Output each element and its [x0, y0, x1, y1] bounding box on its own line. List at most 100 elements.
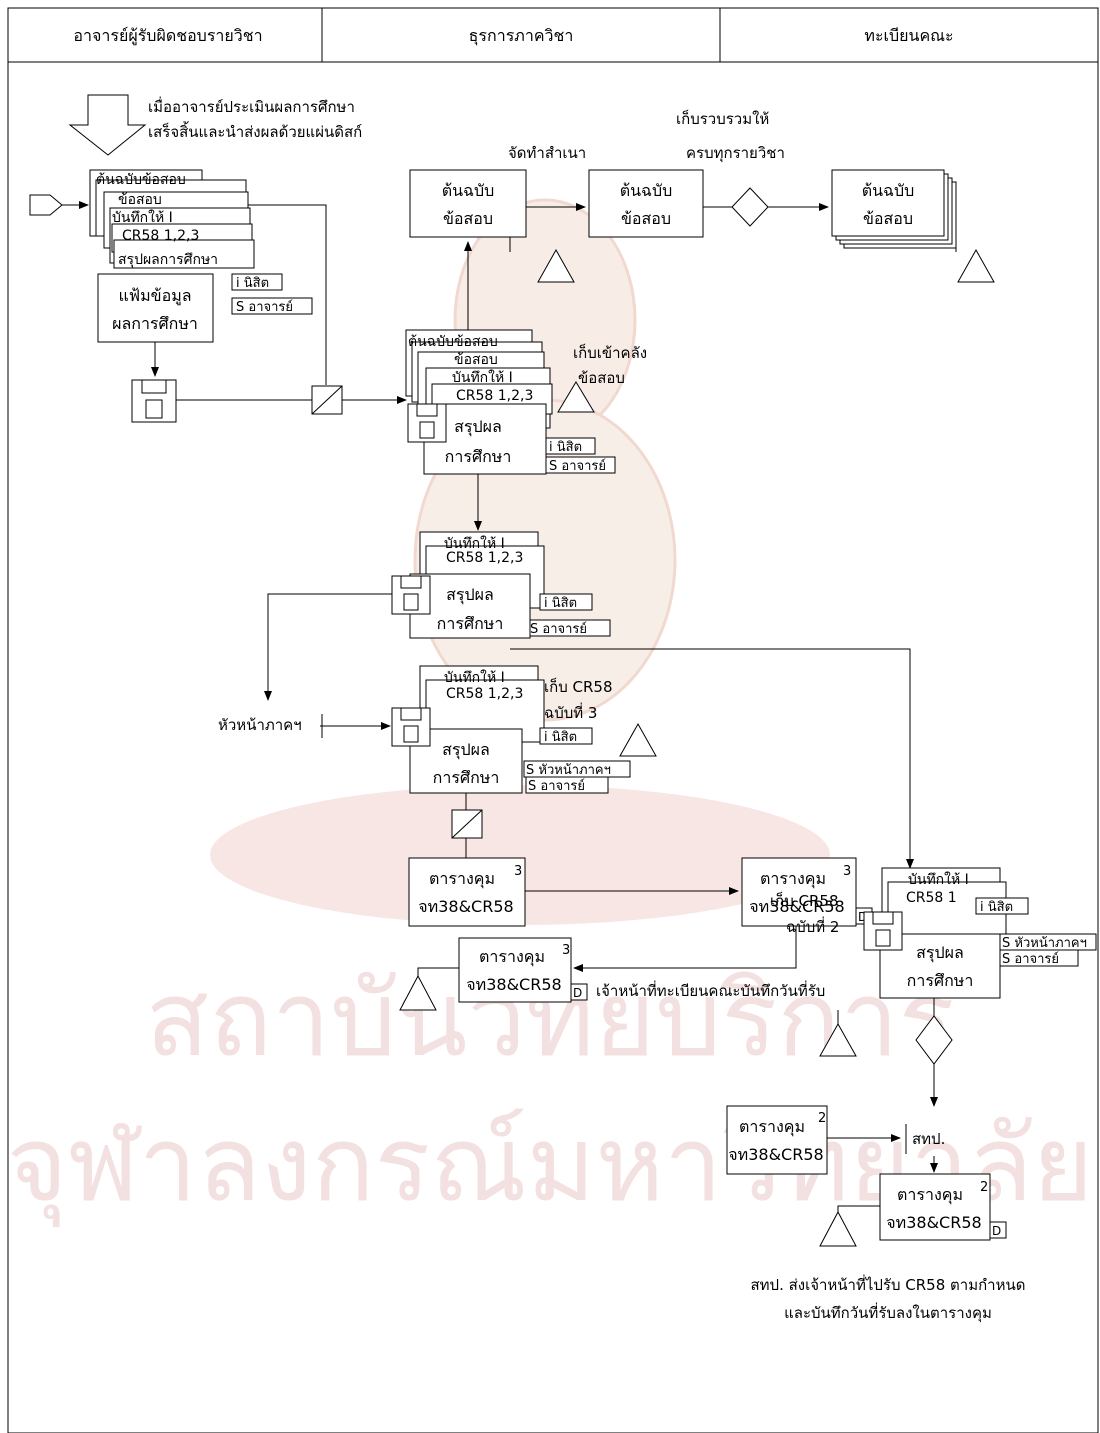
stack5-summary-line2: การศึกษา [907, 971, 974, 990]
stack5-i-student: i นิสิต [980, 900, 1013, 915]
control5-d: D [992, 1224, 1001, 1238]
transfer-box-icon [451, 809, 483, 839]
control3-d: D [573, 986, 582, 1000]
stack5-s-head: S หัวหน้าภาคฯ [1002, 936, 1087, 951]
control-table-returned [458, 937, 572, 1003]
control3-sup: 3 [562, 943, 570, 958]
stack3-summary-line2: การศึกษา [437, 614, 504, 633]
control3-line1: ตารางคุม [479, 947, 545, 967]
stack1-file-line2: ผลการศึกษา [112, 314, 198, 333]
lane-header-admin: ธุรการภาควิชา [469, 26, 574, 46]
stack2-i-student: i นิสิต [549, 440, 582, 455]
exam-stack-line2: ข้อสอบ [863, 209, 913, 228]
stack2-exam-original: ต้นฉบับข้อสอบ [408, 334, 498, 350]
exam-stack-line1: ต้นฉบับ [862, 181, 915, 200]
floppy-disk-icon [391, 575, 431, 615]
control5-sup: 2 [980, 1180, 988, 1195]
stack3-s-teacher: S อาจารย์ [530, 621, 587, 637]
stack5-s-teacher: S อาจารย์ [1002, 951, 1059, 967]
keep-cr58-3-line1: เก็บ CR58 [544, 677, 612, 696]
start-note-line1: เมื่ออาจารย์ประเมินผลการศึกษา [148, 96, 355, 116]
store-note-line2: ข้อสอบ [578, 369, 625, 387]
stack3-memo: บันทึกให้ I [444, 535, 505, 552]
offpage-connector-icon [29, 194, 63, 216]
exam-original-line2: ข้อสอบ [621, 209, 671, 228]
d-marker [989, 1221, 1007, 1239]
archive-triangle-icon [537, 248, 575, 283]
transfer-box-icon [311, 385, 343, 415]
decision-diamond-icon [731, 187, 769, 227]
control2-line1: ตารางคุม [760, 869, 826, 889]
stack1-memo: บันทึกให้ I [112, 209, 173, 226]
exam-original-copy-line2: ข้อสอบ [443, 209, 493, 228]
stack4-s-head: S หัวหน้าภาคฯ [526, 763, 611, 778]
control4-line2: จท38&CR58 [728, 1145, 823, 1164]
store-note-line1: เก็บเข้าคลัง [573, 343, 647, 362]
stack3-cr58: CR58 1,2,3 [446, 550, 523, 566]
start-note-line2: เสร็จสิ้นและนำส่งผลด้วยแผ่นดิสก์ [148, 121, 362, 141]
control-table-sthp-source [726, 1105, 828, 1175]
exam-original-box [588, 169, 704, 238]
swimlane-frame [7, 7, 1099, 1433]
control-table-registrar [741, 857, 857, 927]
keep-cr58-3-line2: ฉบับที่ 3 [544, 702, 597, 722]
stack1-i-student: i นิสิต [236, 276, 269, 291]
sthp-note-line2: และบันทึกวันที่รับลงในตารางคุม [784, 1302, 992, 1323]
control2-d: D [858, 910, 867, 924]
stack1-cr58: CR58 1,2,3 [122, 228, 199, 244]
dept-head-label: หัวหน้าภาคฯ [218, 716, 302, 734]
stack3-summary-line1: สรุปผล [446, 585, 494, 605]
sthp-note-line1: สทป. ส่งเจ้าหน้าที่ไปรับ CR58 ตามกำหนด [751, 1274, 1026, 1294]
stack4-summary-line1: สรุปผล [442, 740, 490, 760]
decision-diamond-icon [915, 1015, 953, 1065]
archive-triangle-icon [557, 381, 595, 413]
start-arrow-icon [68, 94, 147, 156]
stack1-file-line1: แฟ้มข้อมูล [118, 286, 191, 306]
stack4-i-student: i นิสิต [544, 730, 577, 745]
stack1-summary: สรุปผลการศึกษา [118, 252, 218, 268]
copy-note: จัดทำสำเนา [508, 144, 586, 162]
floppy-disk-icon [391, 707, 431, 747]
stack5-cr58: CR58 1 [906, 890, 957, 906]
registrar-record-note: เจ้าหน้าที่ทะเบียนคณะบันทึกวันที่รับ [596, 980, 825, 1000]
archive-triangle-icon [399, 974, 437, 1011]
document-stack-registrar [879, 867, 1097, 999]
stack1-exam-original: ต้นฉบับข้อสอบ [96, 172, 186, 188]
control4-sup: 2 [818, 1111, 826, 1126]
lane-header-registrar: ทะเบียนคณะ [864, 26, 953, 45]
control5-line2: จท38&CR58 [886, 1213, 981, 1232]
archive-triangle-icon [819, 1210, 857, 1247]
control1-line2: จท38&CR58 [418, 897, 513, 916]
exam-original-copy-line1: ต้นฉบับ [442, 181, 495, 200]
exam-original-stack [831, 169, 957, 249]
stack5-memo: บันทึกให้ I [908, 871, 969, 888]
floppy-disk-icon [407, 403, 447, 443]
keep-cr58-2-line1: เก็บ CR58 [770, 891, 838, 910]
stack2-summary-line1: สรุปผล [454, 417, 502, 437]
floppy-disk-icon [863, 911, 903, 951]
control1-sup: 3 [514, 864, 522, 879]
document-stack-summary-a [409, 531, 611, 639]
stack4-s-teacher: S อาจารย์ [528, 778, 585, 794]
control3-line2: จท38&CR58 [466, 975, 561, 994]
stack4-memo: บันทึกให้ I [444, 669, 505, 686]
stack3-i-student: i นิสิต [544, 596, 577, 611]
control1-line1: ตารางคุม [429, 869, 495, 889]
stack5-summary-line1: สรุปผล [916, 943, 964, 963]
stack2-exam: ข้อสอบ [454, 352, 498, 368]
collect-note-line1: เก็บรวบรวมให้ [676, 109, 769, 128]
stack4-summary-line2: การศึกษา [433, 768, 500, 787]
control-table-sthp [879, 1173, 991, 1241]
stack2-memo: บันทึกให้ I [452, 369, 513, 386]
sthp-label: สทป. [912, 1130, 945, 1148]
d-marker [570, 983, 588, 1001]
archive-triangle-icon [957, 248, 995, 283]
control2-line2: จท38&CR58 [749, 897, 844, 916]
collect-note-line2: ครบทุกรายวิชา [686, 144, 785, 163]
archive-triangle-icon [619, 722, 657, 757]
control5-line1: ตารางคุม [897, 1185, 963, 1205]
exam-original-copy-box [409, 169, 527, 238]
archive-triangle-icon [819, 1022, 857, 1057]
document-stack-summary-b [409, 665, 631, 794]
